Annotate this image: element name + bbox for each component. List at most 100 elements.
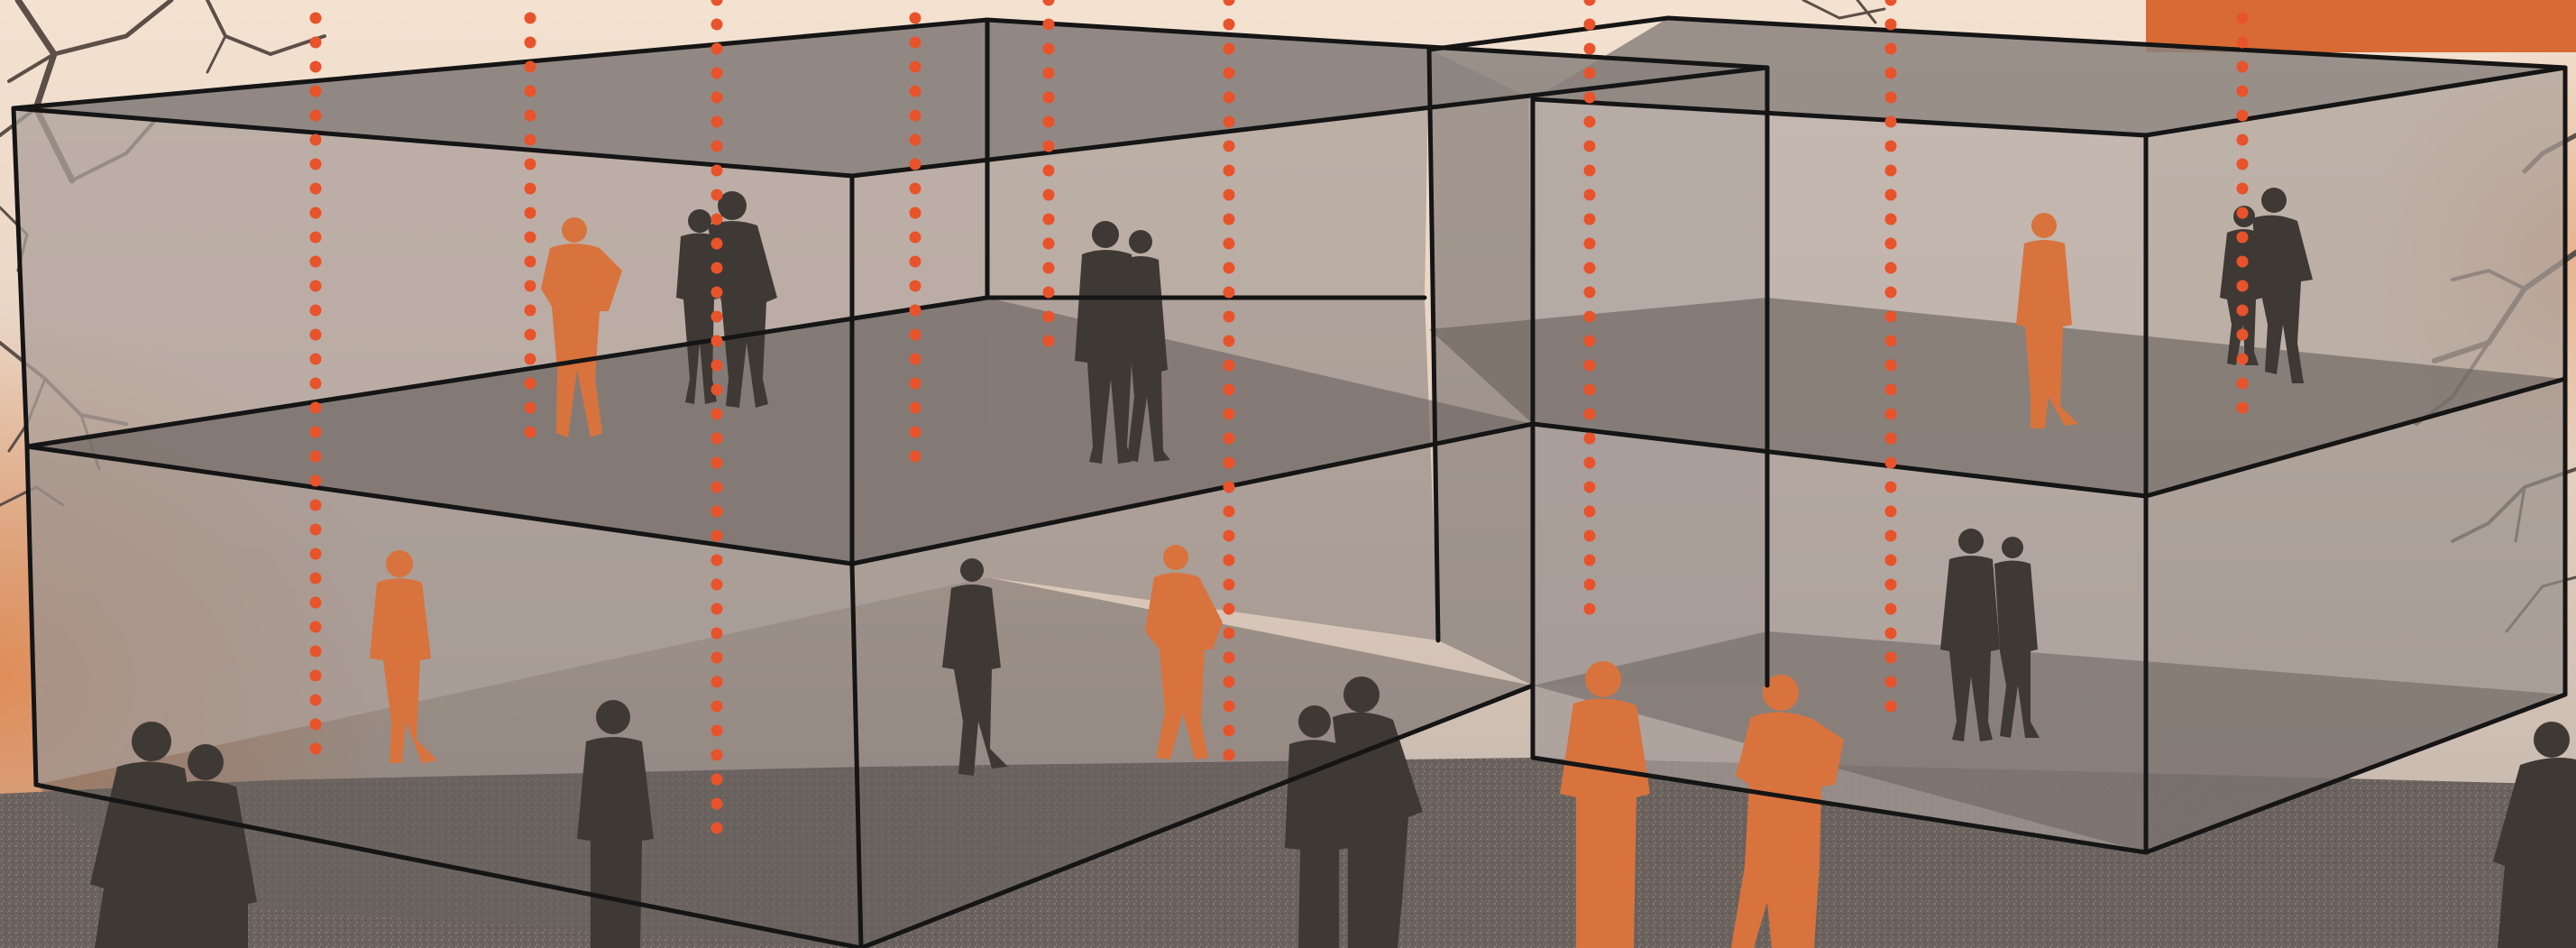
dot bbox=[310, 378, 322, 390]
dot bbox=[2237, 110, 2249, 122]
dot bbox=[2237, 256, 2249, 268]
dot bbox=[711, 823, 723, 834]
dot bbox=[1224, 652, 1235, 664]
dot bbox=[2237, 13, 2249, 24]
dot bbox=[310, 451, 322, 463]
dot bbox=[525, 305, 536, 317]
dot bbox=[1885, 506, 1897, 518]
dot bbox=[1043, 311, 1055, 323]
dot bbox=[711, 457, 723, 469]
dot bbox=[711, 725, 723, 737]
dot bbox=[1224, 482, 1235, 493]
dot bbox=[1885, 457, 1897, 469]
dot bbox=[1584, 336, 1596, 347]
dot bbox=[1885, 409, 1897, 420]
dot bbox=[1885, 92, 1897, 104]
dot bbox=[910, 402, 921, 414]
dot bbox=[2237, 37, 2249, 49]
dot bbox=[910, 61, 921, 73]
dot bbox=[711, 189, 723, 201]
dot bbox=[711, 676, 723, 688]
dot bbox=[310, 110, 322, 122]
dot bbox=[910, 451, 921, 463]
dot bbox=[1224, 360, 1235, 372]
dot bbox=[525, 402, 536, 414]
dot bbox=[310, 670, 322, 682]
dot bbox=[1885, 701, 1897, 713]
dot bbox=[1885, 603, 1897, 615]
dot bbox=[525, 37, 536, 49]
dot bbox=[1224, 530, 1235, 542]
dot bbox=[1885, 165, 1897, 177]
dot bbox=[1224, 43, 1235, 55]
dot bbox=[1584, 433, 1596, 445]
dot bbox=[910, 13, 921, 24]
dot bbox=[910, 427, 921, 438]
orange-corner-block bbox=[2146, 0, 2576, 52]
dot bbox=[310, 305, 322, 317]
dot bbox=[1224, 287, 1235, 299]
dot bbox=[1584, 262, 1596, 274]
dot bbox=[1885, 555, 1897, 566]
dot bbox=[1584, 287, 1596, 299]
dot bbox=[1224, 92, 1235, 104]
dot bbox=[910, 183, 921, 195]
dot bbox=[1885, 262, 1897, 274]
dot bbox=[711, 214, 723, 225]
dot bbox=[1584, 92, 1596, 104]
dot bbox=[525, 183, 536, 195]
dot bbox=[910, 281, 921, 292]
dot bbox=[1885, 189, 1897, 201]
dot bbox=[2237, 183, 2249, 195]
dot bbox=[1584, 579, 1596, 591]
dot bbox=[1043, 287, 1055, 299]
dot bbox=[1043, 19, 1055, 31]
dot bbox=[1885, 433, 1897, 445]
dot bbox=[1043, 141, 1055, 152]
dot bbox=[711, 506, 723, 518]
dot bbox=[310, 183, 322, 195]
dot bbox=[1584, 19, 1596, 31]
dot bbox=[910, 134, 921, 146]
dot bbox=[711, 262, 723, 274]
dot bbox=[1885, 482, 1897, 493]
dot bbox=[1584, 603, 1596, 615]
dot bbox=[1043, 165, 1055, 177]
dot bbox=[1224, 750, 1235, 761]
dot bbox=[2237, 354, 2249, 365]
dot bbox=[1224, 311, 1235, 323]
dot bbox=[525, 256, 536, 268]
dot bbox=[2237, 402, 2249, 414]
dot bbox=[1224, 336, 1235, 347]
dot bbox=[1584, 141, 1596, 152]
dotted-line-3 bbox=[711, 0, 723, 834]
dot bbox=[1043, 43, 1055, 55]
dot bbox=[1584, 482, 1596, 493]
dot bbox=[310, 232, 322, 244]
dot bbox=[1885, 530, 1897, 542]
dot bbox=[711, 482, 723, 493]
dot bbox=[711, 433, 723, 445]
dot bbox=[1224, 116, 1235, 128]
dot bbox=[1584, 384, 1596, 396]
dot bbox=[310, 354, 322, 365]
dot bbox=[711, 92, 723, 104]
dot bbox=[711, 336, 723, 347]
dot bbox=[1885, 116, 1897, 128]
dot bbox=[310, 13, 322, 24]
dot bbox=[2237, 159, 2249, 170]
dot bbox=[1885, 384, 1897, 396]
dot bbox=[310, 719, 322, 731]
dot bbox=[711, 603, 723, 615]
dot bbox=[711, 311, 723, 323]
dot bbox=[711, 141, 723, 152]
dot bbox=[1224, 433, 1235, 445]
dot bbox=[910, 329, 921, 341]
dot bbox=[1584, 506, 1596, 518]
dot bbox=[525, 110, 536, 122]
dot bbox=[525, 207, 536, 219]
dot bbox=[1224, 19, 1235, 31]
dot bbox=[711, 652, 723, 664]
dot bbox=[1224, 189, 1235, 201]
dot bbox=[1885, 238, 1897, 250]
